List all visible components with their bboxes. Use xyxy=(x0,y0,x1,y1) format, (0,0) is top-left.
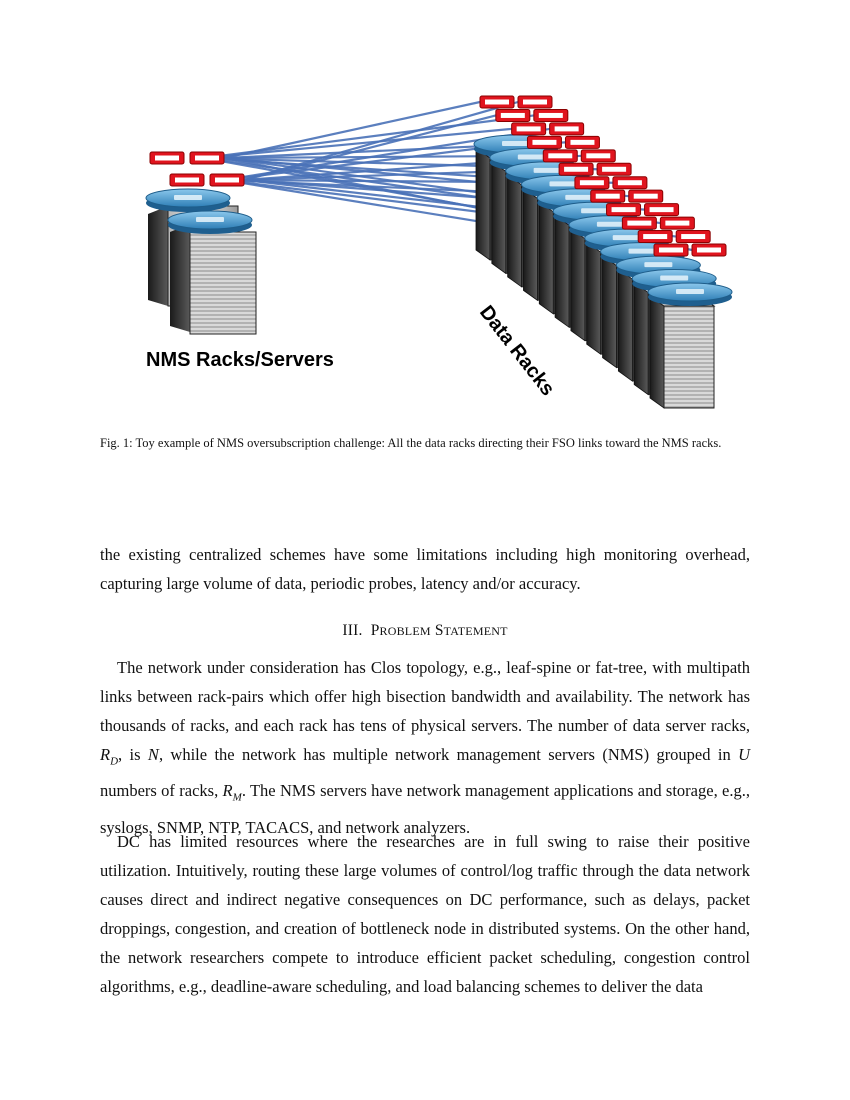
transceiver-lens xyxy=(516,126,541,132)
data-rack-side xyxy=(586,241,602,355)
transceiver-lens xyxy=(643,234,668,240)
transceiver-lens xyxy=(611,207,636,213)
data-rack-side xyxy=(538,201,554,315)
switch-ports xyxy=(612,235,641,241)
data-racks-label: Data Racks xyxy=(475,302,559,401)
switch-ports xyxy=(628,248,657,254)
nms-racks-label: NMS Racks/Servers xyxy=(146,349,334,371)
transceiver-lens xyxy=(500,112,525,118)
fso-link xyxy=(223,100,481,160)
switch-ports xyxy=(596,221,625,227)
transceiver-lens xyxy=(195,155,219,161)
transceiver-lens xyxy=(175,177,199,183)
switch-ports xyxy=(676,289,704,294)
transceiver-lens xyxy=(570,139,595,145)
fso-link xyxy=(203,127,512,160)
data-rack-side xyxy=(570,227,586,342)
transceiver-lens xyxy=(595,193,620,199)
fso-link xyxy=(203,114,534,160)
switch-ports xyxy=(549,181,578,187)
transceiver-lens xyxy=(538,112,563,118)
transceiver-lens xyxy=(602,166,627,172)
data-rack-side xyxy=(602,254,617,369)
switch-ports xyxy=(196,217,224,222)
intro-paragraph: the existing centralized schemes have so… xyxy=(100,545,750,593)
transceiver-lens xyxy=(554,126,579,132)
transceiver-lens xyxy=(548,153,573,159)
switch-ports xyxy=(644,262,673,268)
data-rack-side xyxy=(523,187,538,302)
data-rack-side xyxy=(649,295,665,409)
data-rack-side xyxy=(554,214,570,329)
transceiver-lens xyxy=(586,153,611,159)
problem-paragraph-2: DC has limited resources where the resea… xyxy=(100,832,750,996)
transceiver-lens xyxy=(697,247,721,253)
switch-ports xyxy=(174,195,202,200)
nms-oversubscription-figure: NMS Racks/Servers Data Racks xyxy=(145,95,733,409)
transceiver-lens xyxy=(665,220,690,226)
transceiver-lens xyxy=(155,155,179,161)
nms-transceivers xyxy=(149,151,245,187)
transceiver-lens xyxy=(649,207,674,213)
transceiver-lens xyxy=(633,193,658,199)
switch-ports xyxy=(533,167,562,173)
transceiver-lens xyxy=(681,234,706,240)
data-rack-side xyxy=(617,268,633,382)
switch-ports xyxy=(565,194,594,200)
section-title: PROBLEM STATEMENT xyxy=(370,622,508,639)
transceiver-lens xyxy=(579,180,604,186)
transceiver-lens xyxy=(659,247,683,253)
section-heading: III. PROBLEM STATEMENT xyxy=(100,622,750,640)
switch-ports xyxy=(660,275,689,281)
problem-paragraph-1: The network under consideration has Clos… xyxy=(100,658,751,837)
data-rack-side xyxy=(475,147,491,261)
transceiver-lens xyxy=(564,166,589,172)
transceiver-lens xyxy=(617,180,642,186)
nms-switches xyxy=(145,188,253,234)
data-rack-side xyxy=(633,281,649,396)
switch-ports xyxy=(517,154,546,160)
data-transceivers xyxy=(479,95,727,257)
transceiver-lens xyxy=(627,220,652,226)
transceiver-lens xyxy=(485,99,509,105)
transceiver-lens xyxy=(215,177,239,183)
transceiver-lens xyxy=(532,139,557,145)
data-rack-side xyxy=(491,160,507,275)
data-rack-side xyxy=(507,174,523,288)
switch-ports xyxy=(581,208,610,214)
section-number: III. xyxy=(342,622,363,639)
data-rack-front xyxy=(663,305,715,409)
figure-caption: Fig. 1: Toy example of NMS oversubscript… xyxy=(100,436,722,450)
transceiver-lens xyxy=(523,99,547,105)
switch-ports xyxy=(502,141,530,146)
